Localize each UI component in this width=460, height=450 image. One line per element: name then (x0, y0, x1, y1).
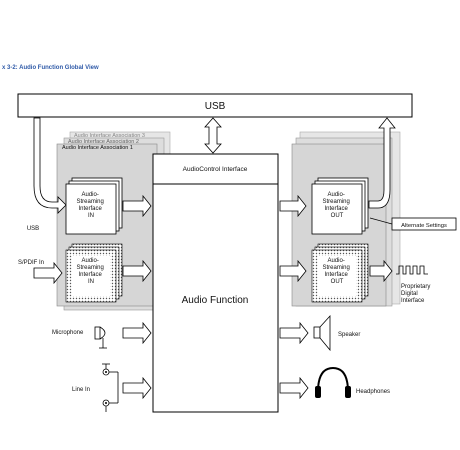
streaming-in-usb-arrow (122, 194, 152, 218)
proprietary-digital-interface-label: Proprietary Digital Interface (401, 284, 432, 304)
streaming-out-usb-line-4: OUT (331, 213, 344, 219)
streaming-out-digital-line-1: Audio- (327, 258, 344, 264)
streaming-out-digital-arrow (369, 259, 393, 283)
usb-out-flow-arrow (368, 117, 396, 209)
streaming-in-usb-label: Audio- Streaming Interface IN (76, 192, 105, 219)
alternate-settings-connector (369, 217, 393, 225)
association-3-label: Audio Interface Association 3 (74, 133, 145, 139)
alternate-settings-label: Alternate Settings (401, 223, 447, 229)
audio-function-label: Audio Function (182, 295, 249, 306)
headphones-icon (315, 366, 351, 398)
alternate-settings-box (391, 217, 457, 231)
streaming-in-usb-stack (65, 177, 123, 235)
headphones-label: Headphones (356, 389, 390, 395)
association-2-label: Audio Interface Association 2 (68, 139, 139, 145)
streaming-in-spdif-line-1: Audio- (81, 258, 98, 264)
streaming-out-digital-in-arrow (279, 259, 307, 283)
streaming-in-spdif-arrow (122, 259, 152, 283)
proprietary-line-3: Interface (401, 298, 425, 304)
association-1-label: Audio Interface Association 1 (62, 145, 133, 151)
streaming-out-usb-line-2: Streaming (322, 199, 349, 205)
streaming-in-usb-line-3: Interface (78, 206, 102, 212)
headphones-arrow (279, 376, 309, 400)
usb-bus-label: USB (205, 101, 226, 112)
line-in-connector-icon (102, 363, 119, 412)
digital-waveform-icon (396, 265, 428, 275)
streaming-out-usb-label: Audio- Streaming Interface OUT (322, 192, 351, 219)
streaming-in-spdif-label: Audio- Streaming Interface IN (76, 258, 105, 285)
speaker-label: Speaker (338, 332, 360, 338)
streaming-out-digital-line-3: Interface (324, 272, 348, 278)
streaming-out-digital-line-4: OUT (331, 279, 344, 285)
streaming-out-digital-stack (311, 243, 369, 303)
streaming-out-digital-line-2: Streaming (322, 265, 349, 271)
streaming-out-usb-line-3: Interface (324, 206, 348, 212)
streaming-in-spdif-stack (65, 243, 123, 303)
speaker-arrow (279, 321, 309, 345)
usb-bus (17, 93, 413, 118)
streaming-out-digital-label: Audio- Streaming Interface OUT (322, 258, 351, 285)
line-in-label: Line In (72, 387, 90, 393)
audiocontrol-interface (152, 153, 279, 185)
microphone-icon (94, 326, 107, 349)
usb-in-flow-arrow (33, 117, 67, 214)
speaker-icon (313, 314, 331, 352)
streaming-out-usb-in-arrow (279, 194, 307, 218)
audio-function-block (152, 183, 279, 413)
streaming-in-usb-line-4: IN (88, 213, 94, 219)
streaming-out-usb-stack (311, 177, 369, 235)
microphone-arrow (122, 321, 152, 345)
usb-input-label: USB (27, 226, 39, 232)
control-bidirectional-arrow (204, 117, 222, 154)
proprietary-line-2: Digital (401, 291, 418, 297)
streaming-in-usb-line-1: Audio- (81, 192, 98, 198)
microphone-label: Microphone (52, 330, 84, 336)
proprietary-line-1: Proprietary (401, 284, 430, 290)
audiocontrol-interface-label: AudioControl Interface (183, 166, 248, 173)
streaming-in-spdif-line-4: IN (88, 279, 94, 285)
streaming-in-spdif-line-3: Interface (78, 272, 102, 278)
streaming-in-usb-line-2: Streaming (76, 199, 103, 205)
streaming-in-spdif-line-2: Streaming (76, 265, 103, 271)
streaming-out-usb-line-1: Audio- (327, 192, 344, 198)
line-in-arrow (122, 376, 152, 400)
spdif-in-arrow (33, 261, 63, 285)
spdif-input-label: S/PDIF In (18, 260, 44, 266)
figure-caption: x 3-2: Audio Function Global View (2, 65, 99, 71)
